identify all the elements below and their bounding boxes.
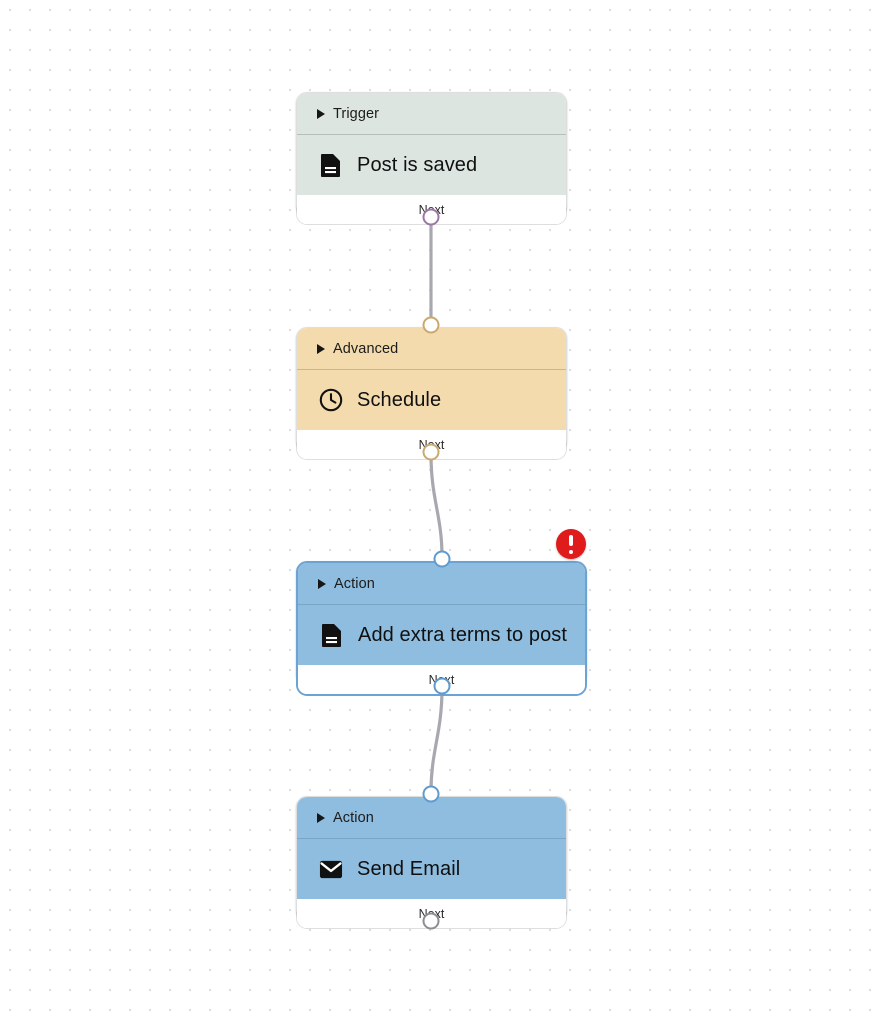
node-title: Schedule bbox=[357, 388, 442, 411]
envelope-icon bbox=[319, 857, 343, 881]
port-advanced-in[interactable] bbox=[422, 316, 440, 334]
node-body[interactable]: Send Email bbox=[297, 839, 566, 899]
node-advanced-schedule[interactable]: AdvancedScheduleNext bbox=[296, 327, 567, 460]
node-kind-label: Action bbox=[334, 575, 375, 592]
node-divider bbox=[297, 369, 566, 370]
node-title: Post is saved bbox=[357, 153, 478, 176]
node-inner: AdvancedScheduleNext bbox=[296, 327, 567, 460]
node-kind-label: Advanced bbox=[333, 340, 399, 357]
node-kind-label: Trigger bbox=[333, 105, 380, 122]
clock-icon bbox=[319, 388, 343, 412]
edge-action1-to-action2[interactable] bbox=[429, 686, 444, 794]
disclosure-triangle-icon[interactable] bbox=[317, 812, 325, 823]
error-badge[interactable] bbox=[556, 529, 586, 559]
disclosure-triangle-icon[interactable] bbox=[317, 343, 325, 354]
document-icon bbox=[320, 623, 344, 647]
port-action1-out[interactable] bbox=[433, 677, 451, 695]
node-divider bbox=[298, 604, 585, 605]
node-header[interactable]: Trigger bbox=[297, 93, 566, 134]
node-body[interactable]: Post is saved bbox=[297, 135, 566, 195]
node-title: Send Email bbox=[357, 857, 461, 880]
node-kind-label: Action bbox=[333, 809, 374, 826]
node-header[interactable]: Advanced bbox=[297, 328, 566, 369]
edge-advanced-to-action1[interactable] bbox=[429, 452, 444, 559]
document-icon bbox=[319, 153, 343, 177]
node-title: Add extra terms to post bbox=[358, 623, 568, 646]
port-trigger-out[interactable] bbox=[422, 208, 440, 226]
disclosure-triangle-icon[interactable] bbox=[317, 108, 325, 119]
disclosure-triangle-icon[interactable] bbox=[318, 578, 326, 589]
port-advanced-out[interactable] bbox=[422, 443, 440, 461]
port-action1-in[interactable] bbox=[433, 550, 451, 568]
node-divider bbox=[297, 838, 566, 839]
node-header[interactable]: Action bbox=[298, 563, 585, 604]
port-action2-in[interactable] bbox=[422, 785, 440, 803]
port-action2-out[interactable] bbox=[422, 912, 440, 930]
node-body[interactable]: Schedule bbox=[297, 370, 566, 430]
node-divider bbox=[297, 134, 566, 135]
node-header[interactable]: Action bbox=[297, 797, 566, 838]
exclamation-icon bbox=[569, 534, 573, 554]
node-body[interactable]: Add extra terms to post bbox=[298, 605, 585, 665]
